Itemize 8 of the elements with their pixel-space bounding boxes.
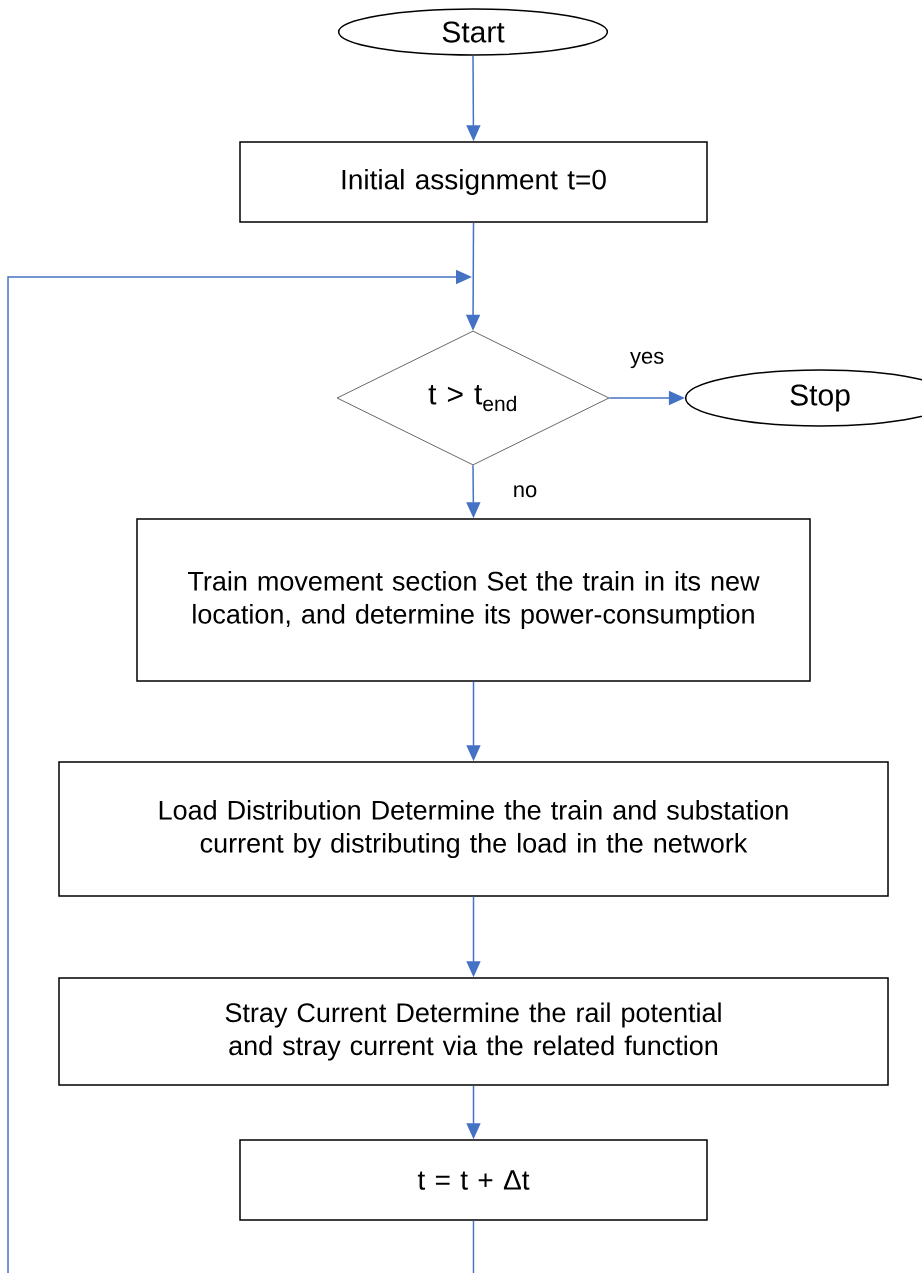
- process-box: t = t + Δt: [239, 1139, 708, 1221]
- process-box: Load Distribution Determine the train and substation current by distributing the load in the network: [58, 761, 889, 897]
- process-box: Train movement section Set the train in its new location, and determine its power-consumption: [136, 518, 811, 682]
- edge-label: no: [511, 484, 539, 499]
- arrow: [7, 269, 475, 1273]
- process-box: Initial assignment t=0: [239, 141, 708, 223]
- process-box: Stray Current Determine the rail potential and stray current via the related function: [58, 977, 889, 1086]
- edge-label: yes: [629, 350, 666, 370]
